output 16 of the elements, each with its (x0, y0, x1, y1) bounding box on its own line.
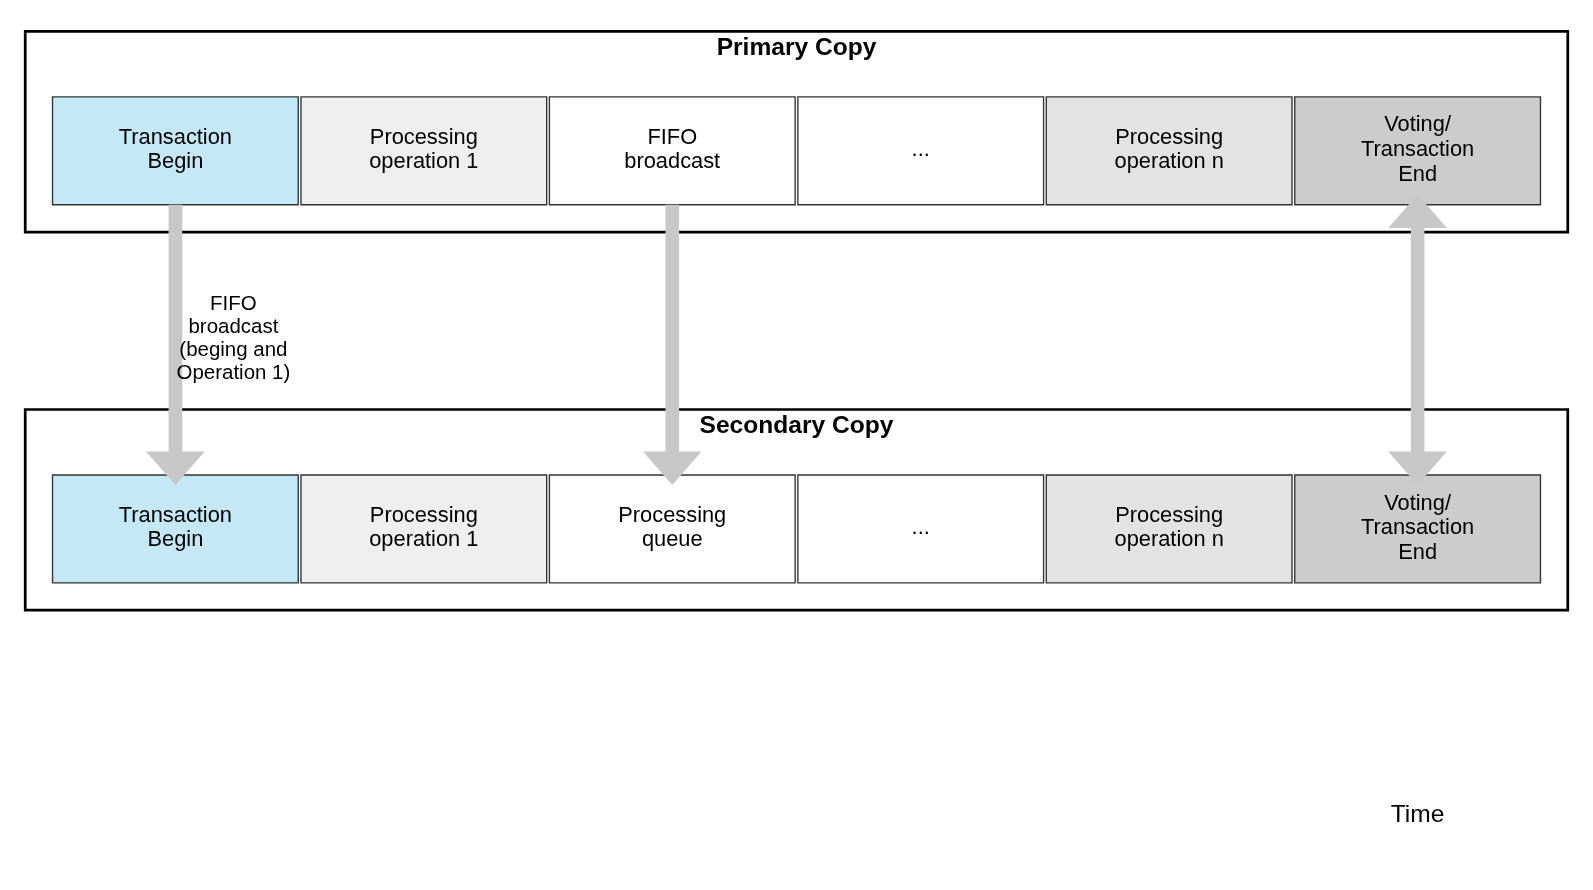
node-box: FIFO broadcast (548, 96, 796, 206)
arrow (146, 204, 205, 486)
node-box: Transaction Begin (51, 474, 299, 584)
edge-label: FIFO broadcast (beging and Operation 1) (176, 290, 291, 384)
node-box: Processing queue (548, 474, 796, 584)
node-box: Voting/ Transaction End (1294, 474, 1542, 584)
arrow (642, 204, 702, 486)
node-box: ... (797, 474, 1045, 584)
label: Time (1390, 799, 1445, 827)
node-box: Processing operation 1 (300, 474, 548, 584)
node-box: Processing operation n (1045, 96, 1293, 206)
node-box: Processing operation 1 (300, 96, 548, 206)
node-box: Voting/ Transaction End (1294, 96, 1542, 206)
node-box: Processing operation n (1045, 474, 1293, 584)
node-box: Transaction Begin (51, 96, 299, 206)
node-box: ... (797, 96, 1045, 206)
